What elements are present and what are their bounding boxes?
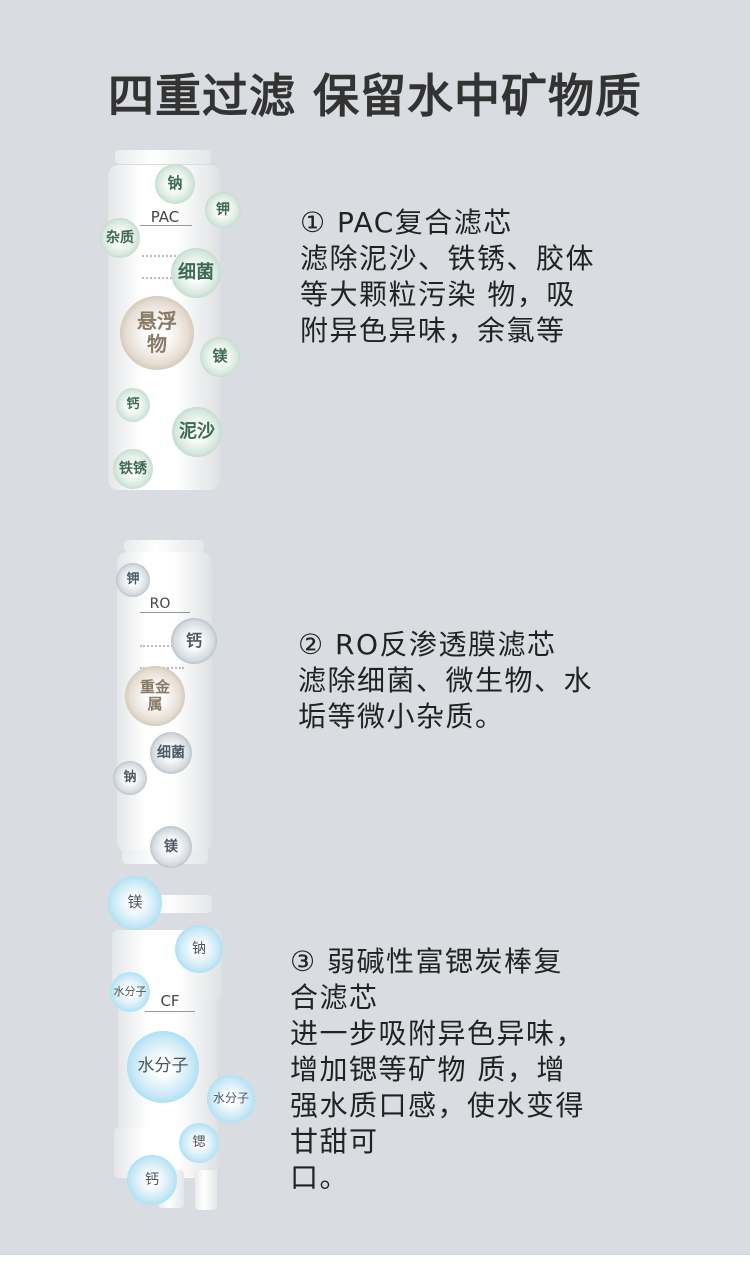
bubble-sand: 泥沙 bbox=[172, 407, 222, 457]
description-line: 口。 bbox=[290, 1161, 350, 1194]
bubble-water-molecule: 水分子 bbox=[110, 972, 150, 1012]
description-heading: ② RO反渗透膜滤芯 bbox=[298, 628, 557, 661]
bubble-potassium: 钾 bbox=[205, 192, 241, 228]
bubble-heavy-metal: 重金属 bbox=[125, 666, 185, 726]
description-line: 滤除细菌、微生物、水 bbox=[298, 664, 594, 697]
bubble-water-molecule: 水分子 bbox=[127, 1031, 199, 1103]
bubble-rust: 铁锈 bbox=[113, 449, 153, 489]
description-heading: ③ 弱碱性富锶炭棒复 bbox=[290, 945, 564, 978]
bubble-sodium: 钠 bbox=[155, 164, 195, 204]
description-line: 增加锶等矿物 质，增 bbox=[290, 1053, 566, 1086]
description-line: 附异色异味，余氯等 bbox=[300, 314, 566, 347]
cartridge-label: CF bbox=[160, 992, 180, 1010]
bubble-suspended-matter: 悬浮物 bbox=[120, 296, 194, 370]
bubble-sodium: 钠 bbox=[175, 925, 223, 973]
bubble-magnesium: 镁 bbox=[108, 876, 162, 930]
description-line: 甘甜可 bbox=[290, 1125, 379, 1158]
bubble-bacteria: 细菌 bbox=[150, 732, 192, 774]
description-line: 等大颗粒污染 物，吸 bbox=[300, 278, 576, 311]
bubble-magnesium: 镁 bbox=[150, 826, 192, 868]
description-line: 进一步吸附异色异味， bbox=[290, 1017, 586, 1050]
ro-description: ② RO反渗透膜滤芯 滤除细菌、微生物、水 垢等微小杂质。 bbox=[298, 627, 593, 735]
bubble-calcium: 钙 bbox=[116, 388, 150, 422]
bubble-calcium: 钙 bbox=[171, 618, 217, 664]
cartridge-label: RO bbox=[149, 596, 171, 612]
description-line: 垢等微小杂质。 bbox=[298, 700, 505, 733]
bubble-magnesium: 镁 bbox=[200, 337, 240, 377]
page-title: 四重过滤 保留水中矿物质 bbox=[107, 69, 642, 123]
pac-description: ① PAC复合滤芯 滤除泥沙、铁锈、胶体 等大颗粒污染 物，吸 附异色异味，余氯… bbox=[300, 205, 595, 349]
cf-description: ③ 弱碱性富锶炭棒复 合滤芯 进一步吸附异色异味， 增加锶等矿物 质，增 强水质… bbox=[290, 944, 585, 1196]
description-line: 强水质口感，使水变得 bbox=[290, 1089, 586, 1122]
bubble-water-molecule: 水分子 bbox=[207, 1075, 255, 1123]
bubble-sodium: 钠 bbox=[113, 761, 147, 795]
description-line: 滤除泥沙、铁锈、胶体 bbox=[300, 242, 596, 275]
bubble-strontium: 锶 bbox=[179, 1123, 219, 1163]
bubble-impurity: 杂质 bbox=[100, 218, 140, 258]
bubble-calcium: 钙 bbox=[127, 1155, 177, 1205]
description-line: 合滤芯 bbox=[290, 981, 379, 1014]
bubble-bacteria: 细菌 bbox=[171, 248, 221, 298]
cartridge-label: PAC bbox=[150, 208, 180, 226]
bubble-potassium: 钾 bbox=[116, 563, 150, 597]
description-heading: ① PAC复合滤芯 bbox=[300, 206, 513, 239]
